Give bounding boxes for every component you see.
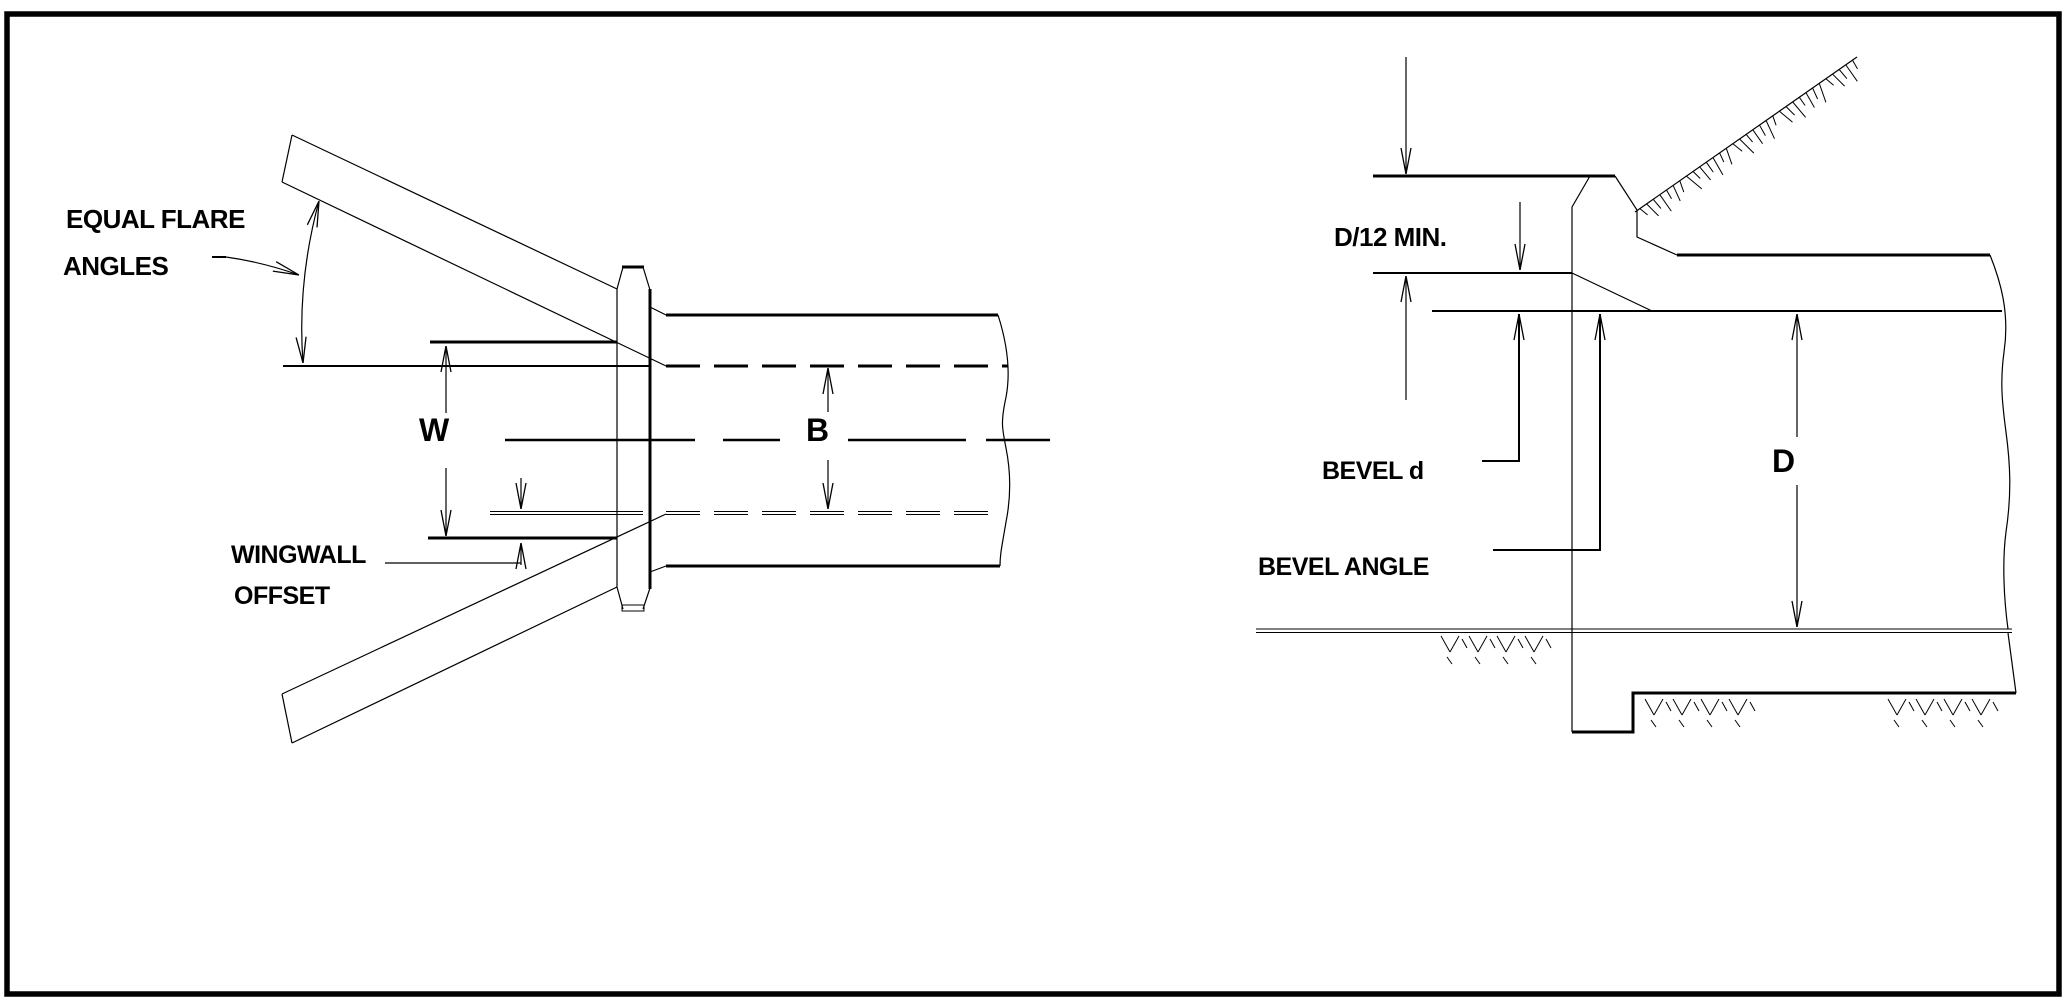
embankment-slope-hatching	[1639, 60, 1858, 217]
ground-hatching-right	[1887, 698, 1999, 728]
wingwall-face-reference-lines	[428, 340, 617, 540]
offset-reference-line	[490, 511, 643, 515]
bevel-angle-label: BEVEL ANGLE	[1258, 553, 1429, 581]
w-label: W	[419, 412, 450, 448]
b-label: B	[806, 412, 829, 448]
ground-hatching-left	[1440, 635, 1552, 665]
collar-outline	[616, 266, 651, 610]
barrel-outer-walls	[666, 313, 1000, 568]
collar-bottom-cap	[621, 604, 645, 612]
embankment-slope-line	[1634, 56, 1858, 213]
wingwall-offset-dimension	[385, 478, 521, 565]
barrel-inner-wall-bottom-hidden-line	[666, 511, 1000, 515]
bevel-d-label: BEVEL d	[1322, 457, 1424, 485]
headwall-outline	[1571, 175, 1678, 732]
plan-view-figure: EQUAL FLARE ANGLES W B WINGWALL OFFSET	[63, 134, 1050, 744]
bevel-angle-leader	[1493, 314, 1600, 551]
equal-flare-label-line1: EQUAL FLARE	[66, 204, 245, 234]
flare-angle-arc	[302, 201, 319, 363]
equal-flare-label-line2: ANGLES	[63, 251, 169, 281]
sheet-border	[4, 11, 2062, 997]
floor-end-closure	[2007, 632, 2017, 694]
bevel-d-dimension	[1482, 202, 1520, 462]
d12-min-label: D/12 MIN.	[1334, 222, 1447, 252]
d-label: D	[1772, 443, 1795, 479]
barrel-collar-connectors	[649, 306, 667, 573]
lower-wingwall	[281, 513, 667, 744]
section-view-figure: D/12 MIN. BEVEL d BEVEL ANGLE D	[1256, 56, 2017, 734]
ground-hatching-middle	[1644, 698, 1756, 728]
flare-leader-line	[225, 256, 299, 275]
footing-outline	[1572, 691, 2016, 734]
section-break-line	[1989, 254, 2011, 630]
wingwall-offset-label-line2: OFFSET	[234, 582, 330, 610]
ground-line	[1256, 628, 2012, 633]
wingwall-offset-label-line1: WINGWALL	[231, 541, 366, 569]
upper-wingwall	[281, 134, 667, 367]
barrel-break-line	[997, 314, 1011, 567]
